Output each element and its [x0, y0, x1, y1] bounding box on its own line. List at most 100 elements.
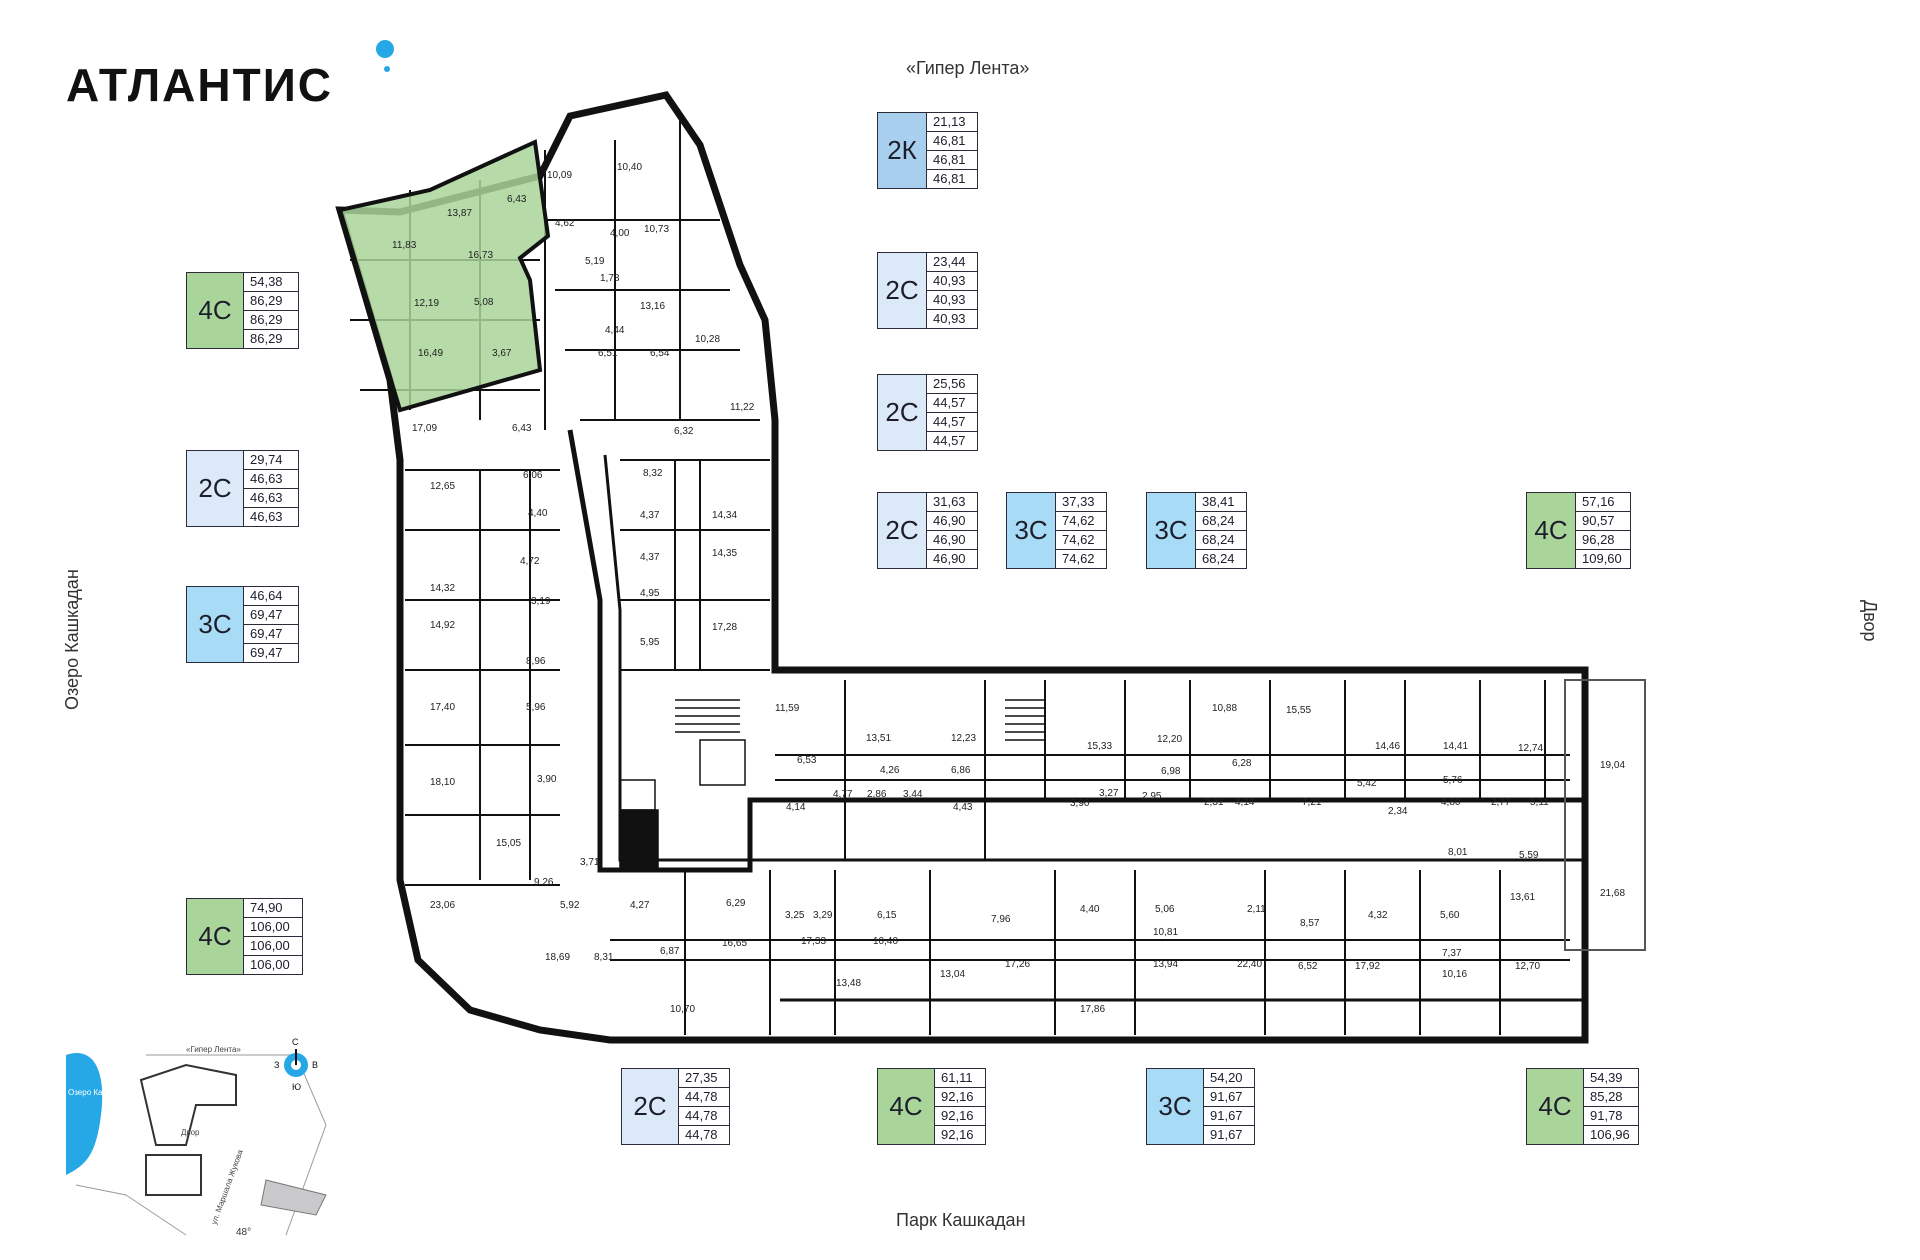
area-value: 92,16 [941, 1127, 974, 1142]
apartment-type: 4С [878, 1069, 935, 1144]
compass-east: В [312, 1060, 318, 1070]
room-area: 14,41 [1443, 741, 1468, 752]
south-label: Парк Кашкадан [896, 1210, 1026, 1230]
area-value: 106,00 [244, 918, 302, 937]
compass-west: З [274, 1060, 279, 1070]
apartment-type: 2С [878, 253, 927, 328]
room-area: 13,48 [836, 978, 861, 989]
area-value: 96,28 [1576, 531, 1630, 550]
room-area: 15,55 [1286, 705, 1311, 716]
logo-dot-icon [376, 40, 394, 58]
area-value: 91,78 [1584, 1107, 1638, 1126]
room-area: 2,86 [867, 789, 887, 800]
apartment-type: 3С [1147, 493, 1196, 568]
room-area: 8,01 [1448, 847, 1468, 858]
room-area: 6,51 [598, 348, 618, 359]
room-area: 13,87 [447, 208, 472, 219]
room-area: 3,67 [492, 348, 512, 359]
room-area: 5,59 [1519, 850, 1539, 861]
room-area: 4,44 [605, 325, 625, 336]
room-area: 17,86 [1080, 1004, 1105, 1015]
area-value: 106,00 [244, 937, 302, 956]
room-area: 11,83 [392, 240, 417, 251]
room-area: 4,95 [640, 588, 660, 599]
room-area: 17,26 [1005, 959, 1030, 970]
room-area: 7,37 [1442, 948, 1462, 959]
area-value: 74,62 [1062, 551, 1095, 566]
room-area: 6,28 [1232, 758, 1252, 769]
room-area: 5,08 [474, 297, 494, 308]
terrace [1564, 679, 1646, 951]
area-value: 91,67 [1210, 1127, 1243, 1142]
room-area: 4,14 [786, 802, 806, 813]
area-value: 25,56 [927, 375, 977, 394]
area-value: 61,11 [935, 1069, 985, 1088]
room-area: 10,88 [1212, 703, 1237, 714]
room-area: 6,52 [1298, 961, 1318, 972]
brand-logo: АТЛАНТИС [66, 59, 333, 111]
area-value: 46,81 [933, 171, 966, 186]
area-value: 57,16 [1576, 493, 1630, 512]
room-area: 13,04 [940, 969, 965, 980]
area-value: 86,29 [250, 331, 283, 346]
apartment-type: 4С [1527, 493, 1576, 568]
area-value: 21,13 [927, 113, 977, 132]
room-area: 10,40 [873, 936, 898, 947]
area-value: 46,64 [244, 587, 298, 606]
area-value: 37,33 [1056, 493, 1106, 512]
room-area: 15,05 [496, 838, 521, 849]
room-area: 4,40 [1080, 904, 1100, 915]
room-area: 22,40 [1237, 959, 1262, 970]
area-value: 29,74 [244, 451, 298, 470]
area-value: 86,29 [244, 311, 298, 330]
room-area: 12,19 [414, 298, 439, 309]
minimap-angle: 48° [236, 1227, 251, 1238]
minimap-street-label: ул. Маршала Жукова [209, 1148, 245, 1226]
area-value: 44,57 [933, 433, 966, 448]
area-value: 54,39 [1584, 1069, 1638, 1088]
room-area: 17,33 [801, 936, 826, 947]
highlighted-apartment[interactable] [337, 139, 551, 413]
apartment-type: 4С [1527, 1069, 1584, 1144]
room-area: 6,15 [877, 910, 897, 921]
room-area: 10,09 [547, 170, 572, 181]
room-area: 17,09 [412, 423, 437, 434]
area-value: 46,63 [250, 509, 283, 524]
apartment-type: 2С [878, 493, 927, 568]
room-area: 7,21 [1302, 797, 1322, 808]
room-area: 4,80 [1441, 797, 1461, 808]
area-value: 23,44 [927, 253, 977, 272]
room-area: 6,98 [1161, 766, 1181, 777]
room-area: 3,19 [531, 596, 551, 607]
minimap-north-label: «Гипер Лента» [186, 1045, 241, 1054]
room-area: 10,70 [670, 1004, 695, 1015]
room-area: 1,78 [600, 273, 620, 284]
room-area: 4,43 [953, 802, 973, 813]
area-value: 91,67 [1204, 1107, 1254, 1126]
area-value: 85,28 [1584, 1088, 1638, 1107]
room-area: 5,06 [1155, 904, 1175, 915]
area-value: 40,93 [933, 311, 966, 326]
room-area: 5,42 [1357, 778, 1377, 789]
room-area: 10,16 [1442, 969, 1467, 980]
apartment-type: 4С [187, 273, 244, 348]
area-value: 27,35 [679, 1069, 729, 1088]
room-area: 5,95 [640, 637, 660, 648]
area-value: 46,90 [927, 531, 977, 550]
